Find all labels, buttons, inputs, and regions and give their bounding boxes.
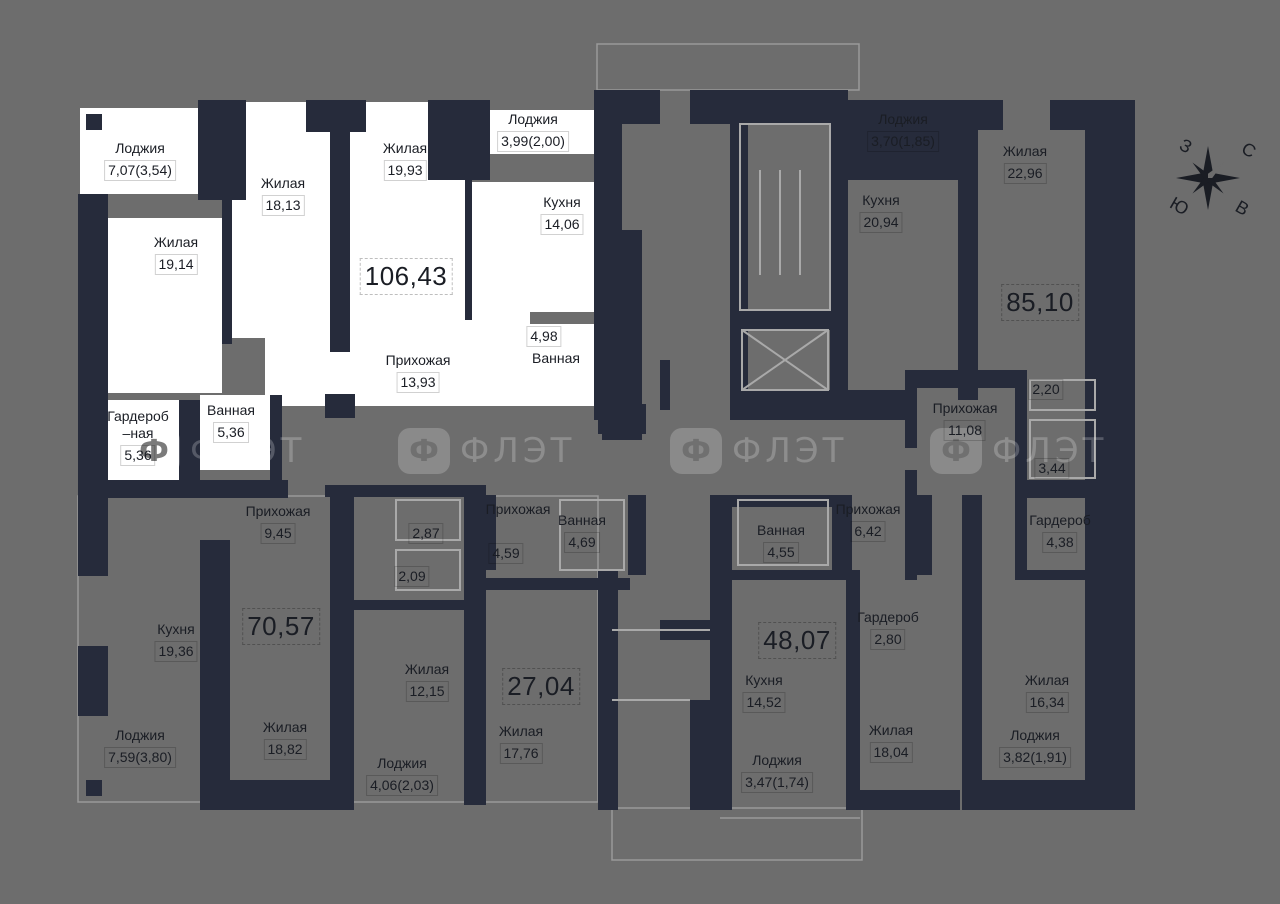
- watermark-text: ФЛЭТ: [732, 431, 848, 471]
- apartment-total-area[interactable]: 27,04: [502, 668, 580, 705]
- room-label: Прихожая: [485, 501, 551, 517]
- watermark-logo-icon: Ф: [930, 428, 982, 474]
- partitions: [395, 123, 1096, 701]
- apartment-total-area[interactable]: 106,43: [359, 258, 453, 295]
- apartment-total-area[interactable]: 85,10: [1001, 284, 1079, 321]
- room-area: 2,20: [1028, 376, 1064, 400]
- room-area: 4,98: [526, 323, 562, 347]
- watermark-text: ФЛЭТ: [460, 431, 576, 471]
- room-label: Ванная: [532, 350, 580, 366]
- room-area: 2,09: [394, 563, 430, 587]
- room-area: 3,44: [1034, 455, 1070, 479]
- room-area: 4,59: [488, 540, 524, 564]
- compass-rose: [1176, 146, 1240, 210]
- apartment-total-area[interactable]: 70,57: [242, 608, 320, 645]
- watermark-logo-icon: Ф: [128, 428, 180, 474]
- watermark-logo-icon: Ф: [670, 428, 722, 474]
- watermark-text: ФЛЭТ: [190, 431, 306, 471]
- apartment-total-area[interactable]: 48,07: [758, 622, 836, 659]
- watermark-logo-icon: Ф: [398, 428, 450, 474]
- room-area: 2,87: [408, 520, 444, 544]
- watermark-text: ФЛЭТ: [992, 431, 1108, 471]
